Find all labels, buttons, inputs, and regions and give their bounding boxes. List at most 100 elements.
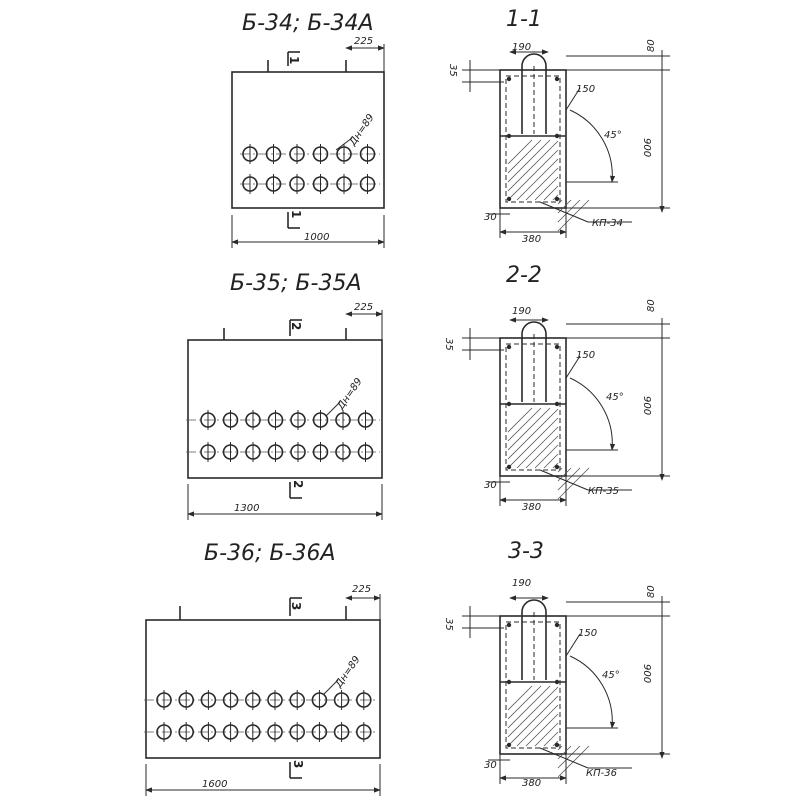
section-mark-bottom: 2 <box>291 480 305 488</box>
hole <box>242 144 258 164</box>
hole <box>222 410 239 430</box>
section-labels-3-3: 3-3 190 35 80 150 45° 900 30 380 КП-36 <box>443 539 657 789</box>
hole <box>335 410 351 430</box>
chamfer-leader <box>565 355 581 379</box>
block-title: Б-35; Б-35А <box>230 271 362 296</box>
hole <box>290 442 306 462</box>
hole <box>357 442 374 462</box>
angle-arc <box>569 377 616 451</box>
hole <box>200 690 217 710</box>
chamfer-leader <box>565 633 581 657</box>
bottom-margin-label: 30 <box>484 480 497 491</box>
rebar-dot <box>506 76 512 82</box>
hole <box>312 442 329 462</box>
rebar-dot <box>506 679 512 685</box>
rebar-cage <box>505 621 561 749</box>
rebar-dot <box>506 742 512 748</box>
hole-grid <box>156 690 372 742</box>
bottom-margin-label: 30 <box>484 760 497 771</box>
section-2-2 <box>462 317 670 506</box>
hole-diameter-label: Дн=89 <box>335 376 365 412</box>
block-elevation-b36: Б-36; Б-36А 225 3 3 Дн=89 1600 <box>144 541 381 796</box>
height-label: 900 <box>641 664 652 683</box>
hole <box>289 144 305 164</box>
rebar-dot <box>554 742 560 748</box>
top-offset-label: 35 <box>443 618 454 631</box>
width-label: 1300 <box>234 503 259 514</box>
chamfer-label: 150 <box>576 84 595 95</box>
section-hatch <box>507 685 590 778</box>
hole <box>265 174 282 194</box>
hole-leader <box>323 679 339 695</box>
rebar-dot <box>506 344 512 350</box>
hole <box>245 410 261 430</box>
right-top-label: 80 <box>646 39 657 52</box>
rebar-dot <box>506 196 512 202</box>
rebar-leader <box>539 201 589 223</box>
right-top-label: 80 <box>646 299 657 312</box>
hole <box>200 410 216 430</box>
rebar-dot <box>506 464 512 470</box>
section-labels-1-1: 1-1 190 35 80 150 45° 900 30 380 КП-34 <box>447 7 657 245</box>
hole <box>355 722 372 742</box>
height-label: 900 <box>641 138 652 157</box>
hole <box>359 144 376 164</box>
offset-label: 225 <box>354 302 373 313</box>
hole <box>178 722 194 742</box>
block-elevation-b34: Б-34; Б-34А 225 1 1 Дн=89 1000 <box>231 11 385 248</box>
rebar-label: КП-35 <box>588 486 619 497</box>
width-label: 1000 <box>304 232 329 243</box>
hole <box>311 722 328 742</box>
hole <box>312 144 329 164</box>
hole <box>355 690 372 710</box>
rebar-dot <box>554 196 560 202</box>
rebar-dot <box>554 622 560 628</box>
section-mark-top: 3 <box>289 602 303 610</box>
rebar-dot <box>554 76 560 82</box>
offset-label: 225 <box>354 36 373 47</box>
bottom-width-label: 380 <box>522 778 541 789</box>
chamfer-label: 150 <box>576 350 595 361</box>
top-width-label: 190 <box>512 306 531 317</box>
section-outline <box>499 69 567 209</box>
block-title: Б-36; Б-36А <box>204 541 336 566</box>
angle-label: 45° <box>606 392 624 403</box>
hole <box>156 722 172 742</box>
hole <box>156 690 172 710</box>
hole-grid <box>242 144 376 194</box>
hole <box>222 442 239 462</box>
section-title: 3-3 <box>508 539 544 564</box>
section-mark-bottom: 3 <box>291 760 305 768</box>
rebar-dot <box>554 464 560 470</box>
hole <box>335 442 351 462</box>
hole <box>245 722 261 742</box>
hole <box>245 442 261 462</box>
hole <box>289 174 305 194</box>
section-title: 1-1 <box>506 7 542 32</box>
hole <box>336 174 352 194</box>
rebar-cage <box>505 343 561 471</box>
section-3-3 <box>462 595 670 784</box>
hole <box>357 410 374 430</box>
hole <box>333 690 350 710</box>
top-offset-label: 35 <box>443 338 454 351</box>
rebar-dot <box>506 133 512 139</box>
block-title: Б-34; Б-34А <box>242 11 374 36</box>
rebar-label: КП-34 <box>592 218 623 229</box>
hole <box>178 690 194 710</box>
section-hatch <box>507 407 590 500</box>
rebar-leader <box>539 747 589 769</box>
hole <box>222 722 239 742</box>
section-labels-2-2: 2-2 190 35 80 150 45° 900 30 380 КП-35 <box>443 263 657 513</box>
bottom-margin-label: 30 <box>484 212 497 223</box>
rebar-label: КП-36 <box>586 768 617 779</box>
hole <box>267 722 283 742</box>
hole <box>222 690 239 710</box>
hole <box>311 690 328 710</box>
angle-arc <box>569 109 616 183</box>
angle-label: 45° <box>604 130 622 141</box>
rebar-dot <box>554 679 560 685</box>
hole <box>290 410 306 430</box>
angle-label: 45° <box>602 670 620 681</box>
